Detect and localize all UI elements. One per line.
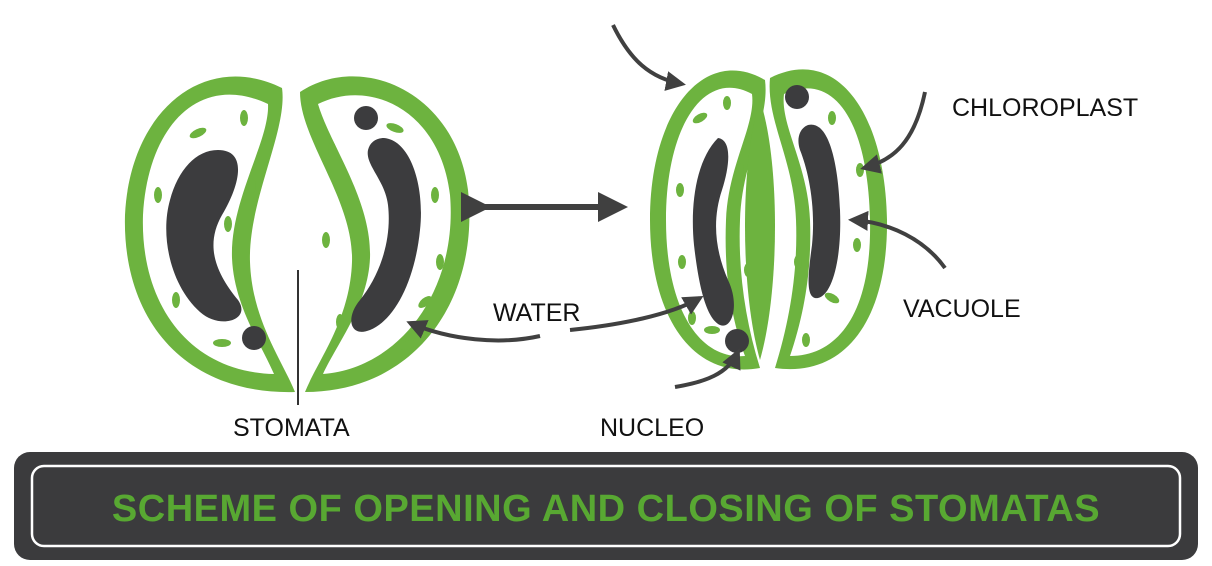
cell-wall-arrow xyxy=(611,24,686,91)
vacuole-shape xyxy=(798,124,841,299)
water-arrow-right xyxy=(569,296,704,332)
label-water: WATER xyxy=(493,299,581,327)
chloroplast-arrow xyxy=(860,91,927,174)
banner-outer xyxy=(14,452,1198,560)
closed-right-guard-cell xyxy=(769,69,888,370)
nucleus-dot xyxy=(785,85,809,109)
vacuole-shape xyxy=(351,138,421,332)
chloroplast-dots xyxy=(780,111,864,347)
banner-title: SCHEME OF OPENING AND CLOSING OF STOMATA… xyxy=(112,488,1100,530)
label-chloroplast: CHLOROPLAST xyxy=(952,94,1138,122)
chloroplast-dots xyxy=(322,123,444,350)
open-left-guard-cell xyxy=(124,76,295,393)
title-banner: SCHEME OF OPENING AND CLOSING OF STOMATA… xyxy=(14,452,1198,560)
closed-stomata xyxy=(650,69,888,370)
nucleo-arrow xyxy=(674,348,741,389)
open-stomata xyxy=(124,76,470,405)
nucleus-dot xyxy=(725,329,749,353)
vacuole-arrow xyxy=(848,210,947,270)
banner-inner-border xyxy=(30,464,1182,548)
label-stomata: STOMATA xyxy=(233,414,350,442)
label-vacuole: VACUOLE xyxy=(903,295,1021,323)
nucleus-dot xyxy=(354,106,378,130)
closed-left-guard-cell xyxy=(650,70,766,370)
vacuole-shape xyxy=(692,138,734,326)
chloroplast-dots xyxy=(154,110,256,347)
water-arrow-left xyxy=(406,320,541,343)
closed-pore xyxy=(745,100,775,360)
label-nucleo: NUCLEO xyxy=(600,414,704,442)
nucleus-dot xyxy=(242,326,266,350)
pointer-arrows xyxy=(406,24,947,389)
vacuole-shape xyxy=(166,150,242,322)
open-right-guard-cell xyxy=(300,76,470,393)
